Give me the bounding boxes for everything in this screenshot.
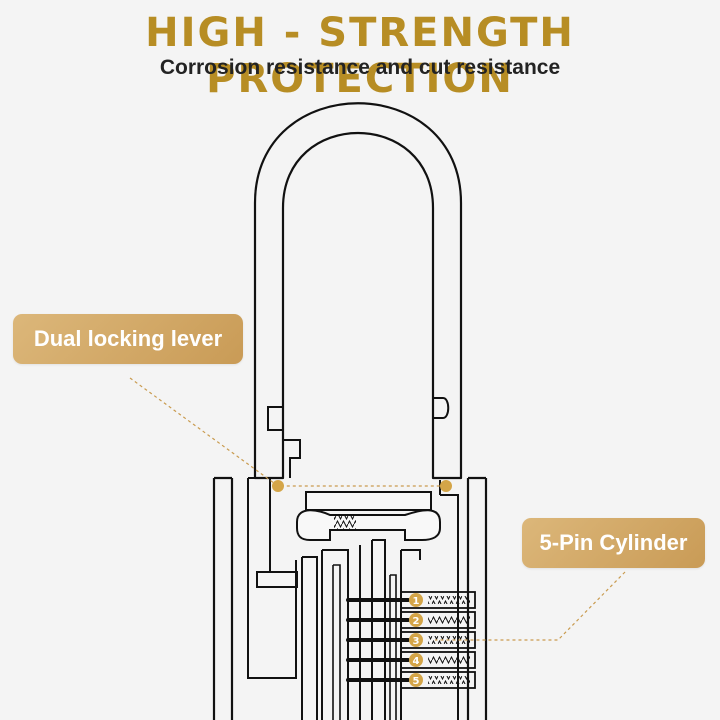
right-shaft-channel xyxy=(439,480,459,720)
pin-badge-label: 4 xyxy=(413,656,420,667)
pin-badge-2: 2 xyxy=(409,613,423,627)
callout-5-pin-cylinder: 5-Pin Cylinder xyxy=(522,518,705,568)
pin-badge-1: 1 xyxy=(409,593,423,607)
lock-body-outline xyxy=(212,476,488,720)
locking-bar xyxy=(305,491,432,511)
shackle-right-notch xyxy=(433,397,450,419)
shackle-outline xyxy=(253,102,463,480)
left-shaft-channel xyxy=(247,477,297,679)
headline-subtitle: Corrosion resistance and cut resistance xyxy=(159,56,561,79)
locking-lever-cam xyxy=(296,509,441,541)
headline-title: HIGH - STRENGTH PROTECTION xyxy=(145,10,575,102)
pin-badge-label: 3 xyxy=(413,636,420,647)
pin-badge-4: 4 xyxy=(409,653,423,667)
lever-point-right xyxy=(440,480,452,492)
pin-badge-5: 5 xyxy=(409,673,423,687)
pin-badge-label: 1 xyxy=(413,596,420,607)
lever-spring xyxy=(334,515,356,530)
cylinder-housing xyxy=(321,539,421,720)
pin-rods xyxy=(346,598,410,682)
shackle-left-notch xyxy=(267,406,301,478)
pin-badge-3: 3 xyxy=(409,633,423,647)
pin-badge-label: 5 xyxy=(413,676,420,687)
leader-lines xyxy=(129,377,626,641)
pin-badge-label: 2 xyxy=(413,616,420,627)
left-shaft-foot xyxy=(256,571,298,588)
callout-dual-locking-lever: Dual locking lever xyxy=(13,314,243,364)
lever-point-left xyxy=(272,480,284,492)
